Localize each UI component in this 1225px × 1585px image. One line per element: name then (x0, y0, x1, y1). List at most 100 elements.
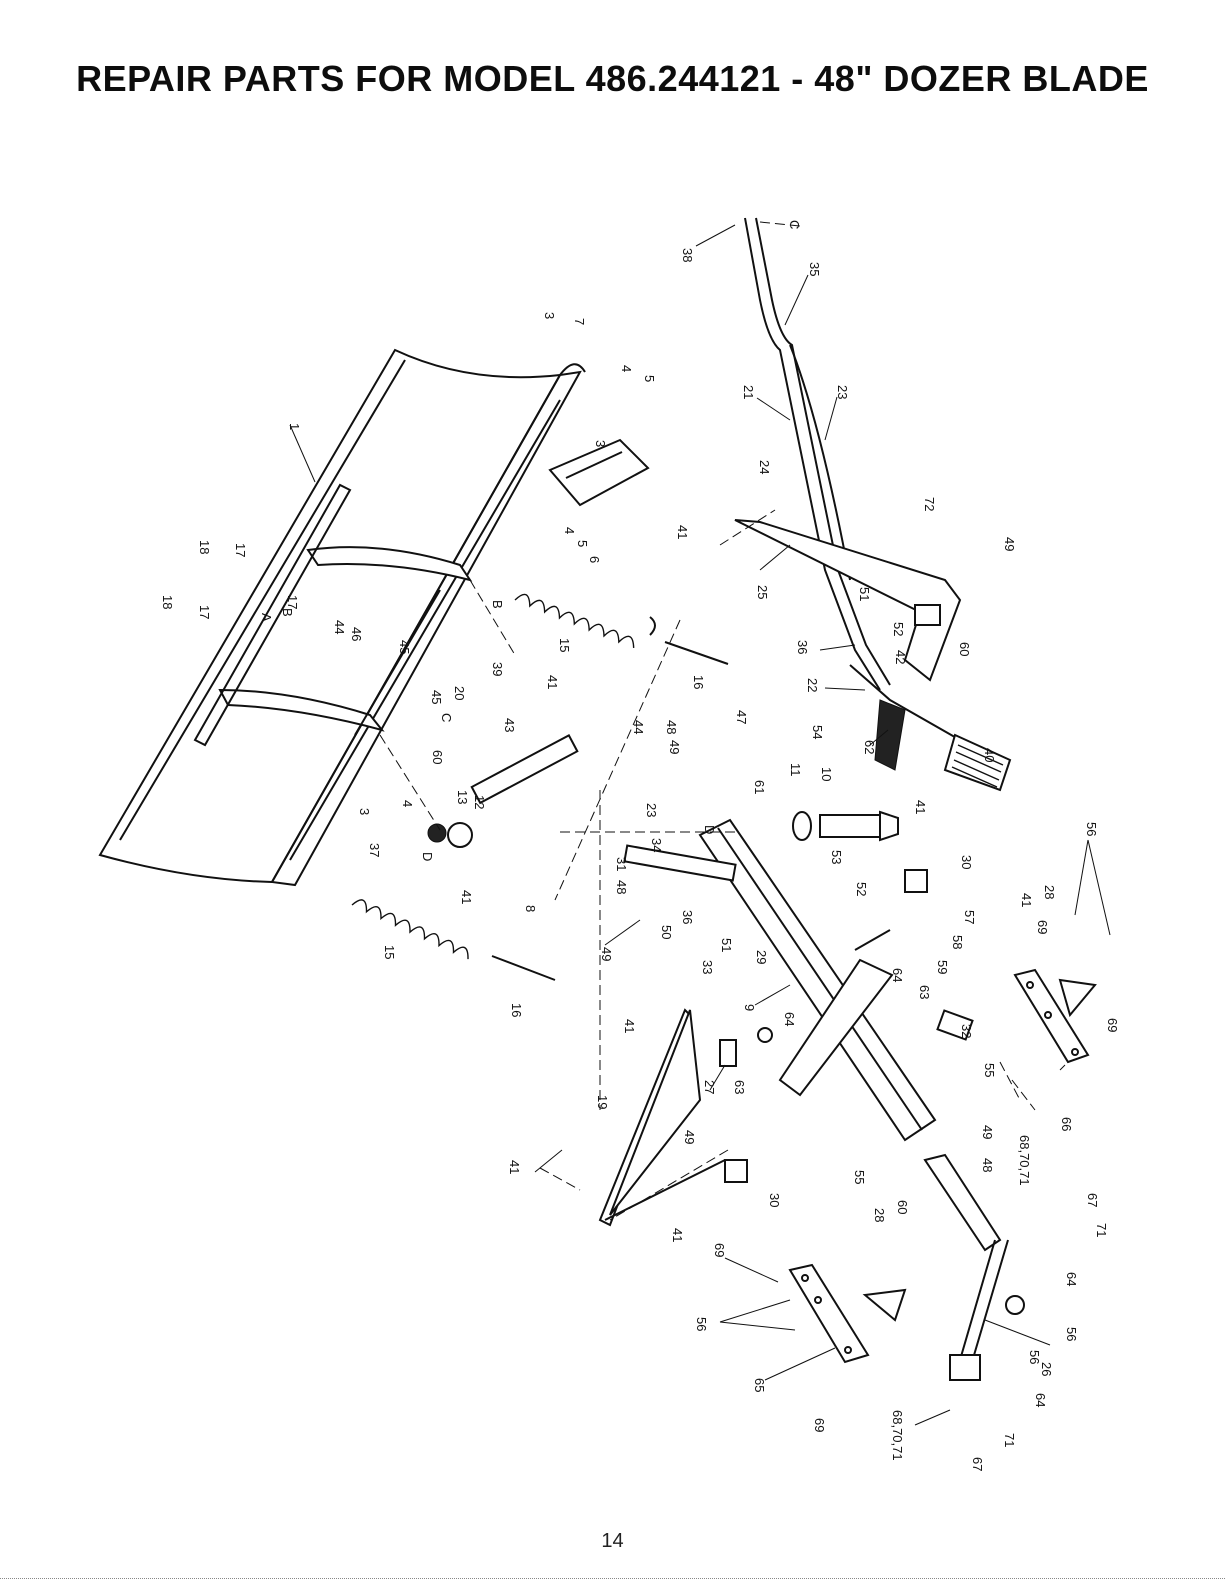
callout-49: 49 (682, 1130, 697, 1144)
callout-47: 47 (734, 710, 749, 724)
callout-60: 60 (957, 642, 972, 656)
callout-28: 28 (1042, 885, 1057, 899)
plate-30-upper (904, 869, 928, 893)
a-frame (698, 818, 937, 1142)
plate-65 (788, 1263, 870, 1364)
callout-48: 48 (980, 1158, 995, 1172)
callout-51: 51 (719, 938, 734, 952)
plate-66 (1013, 968, 1090, 1064)
callout-48: 48 (614, 880, 629, 894)
callout-12: 12 (472, 795, 487, 809)
callout-41: 41 (545, 675, 560, 689)
callout-17: 17 (197, 605, 212, 619)
callout-31: 31 (614, 857, 629, 871)
callout-63: 63 (732, 1080, 747, 1094)
callout-62: 62 (862, 740, 877, 754)
callout-61: 61 (752, 780, 767, 794)
callout-55: 55 (852, 1170, 867, 1184)
callout-41: 41 (670, 1228, 685, 1242)
nut-4 (427, 823, 447, 843)
callout-66: 66 (1059, 1117, 1074, 1131)
callout-B: B (490, 600, 505, 609)
callout-4: 4 (562, 527, 577, 534)
callout-15: 15 (557, 638, 572, 652)
bolt-27 (719, 1039, 737, 1067)
page-title: REPAIR PARTS FOR MODEL 486.244121 - 48" … (76, 58, 1149, 99)
bracket-31 (623, 844, 737, 882)
callout-69: 69 (1035, 920, 1050, 934)
callout-C: C (439, 713, 454, 722)
washer-13 (447, 822, 473, 848)
callout-64: 64 (1064, 1272, 1079, 1286)
callout-68-70-71: 68,70,71 (890, 1410, 905, 1461)
push-bar-26 (923, 1153, 1009, 1381)
callout-67: 67 (970, 1457, 985, 1471)
leader-lines (289, 224, 1111, 1426)
callout-63: 63 (917, 985, 932, 999)
callout-49: 49 (1002, 537, 1017, 551)
callout-1: 1 (287, 423, 302, 430)
eyebolt-16-lower (491, 955, 556, 981)
callout-16: 16 (691, 675, 706, 689)
callout-17: 17 (285, 595, 300, 609)
eyebolt-16-upper (664, 641, 729, 665)
bolt-10 (792, 810, 899, 842)
lift-handle (734, 217, 1012, 792)
callout-A: A (259, 613, 274, 622)
angle-bar-19 (598, 1008, 726, 1227)
callout-52: 52 (854, 882, 869, 896)
callout-69: 69 (812, 1418, 827, 1432)
callout-56: 56 (1027, 1350, 1042, 1364)
callout-25: 25 (755, 585, 770, 599)
callout-57: 57 (962, 910, 977, 924)
callout-8: 8 (523, 905, 538, 912)
callout-33: 33 (700, 960, 715, 974)
callout-15: 15 (382, 945, 397, 959)
callout-71: 71 (1094, 1223, 1109, 1237)
callout-69: 69 (1105, 1018, 1120, 1032)
callout-20: 20 (452, 686, 467, 700)
callout-60: 60 (430, 750, 445, 764)
assembly-lines (379, 221, 1036, 1221)
callout-41: 41 (459, 890, 474, 904)
callout-5: 5 (642, 375, 657, 382)
callout-29: 29 (754, 950, 769, 964)
callout-44: 44 (332, 620, 347, 634)
dozer-blade (98, 348, 650, 887)
callout-51: 51 (857, 587, 872, 601)
callout-72: 72 (922, 497, 937, 511)
callout-34: 34 (649, 838, 664, 852)
callout-23: 23 (644, 803, 659, 817)
callout-48: 48 (664, 720, 679, 734)
callout-17: 17 (233, 543, 248, 557)
callout-3: 3 (357, 808, 372, 815)
callout-23: 23 (835, 385, 850, 399)
callout-40: 40 (982, 748, 997, 762)
callout-38: 38 (680, 248, 695, 262)
callout-5: 5 (575, 540, 590, 547)
callout-54: 54 (810, 725, 825, 739)
callout-6: 6 (587, 556, 602, 563)
callout-28: 28 (872, 1208, 887, 1222)
callout-45: 45 (397, 640, 412, 654)
bottom-divider (0, 1578, 1225, 1579)
spring-15-lower (351, 899, 469, 960)
callout-21: 21 (741, 385, 756, 399)
callout-C: C (787, 220, 802, 229)
callout-35: 35 (807, 262, 822, 276)
callout-D: D (702, 825, 717, 834)
callout-46: 46 (349, 627, 364, 641)
callout-B: B (280, 608, 295, 617)
bracket-28-lower (862, 1288, 907, 1322)
callout-55: 55 (982, 1063, 997, 1077)
callout-49: 49 (667, 740, 682, 754)
callout-68-70-71: 68,70,71 (1017, 1135, 1032, 1186)
callout-41: 41 (913, 800, 928, 814)
callout-50: 50 (659, 925, 674, 939)
callout-56: 56 (694, 1317, 709, 1331)
callout-64: 64 (782, 1012, 797, 1026)
callout-56: 56 (1084, 822, 1099, 836)
callout-3: 3 (593, 440, 608, 447)
callout-32: 32 (959, 1024, 974, 1038)
